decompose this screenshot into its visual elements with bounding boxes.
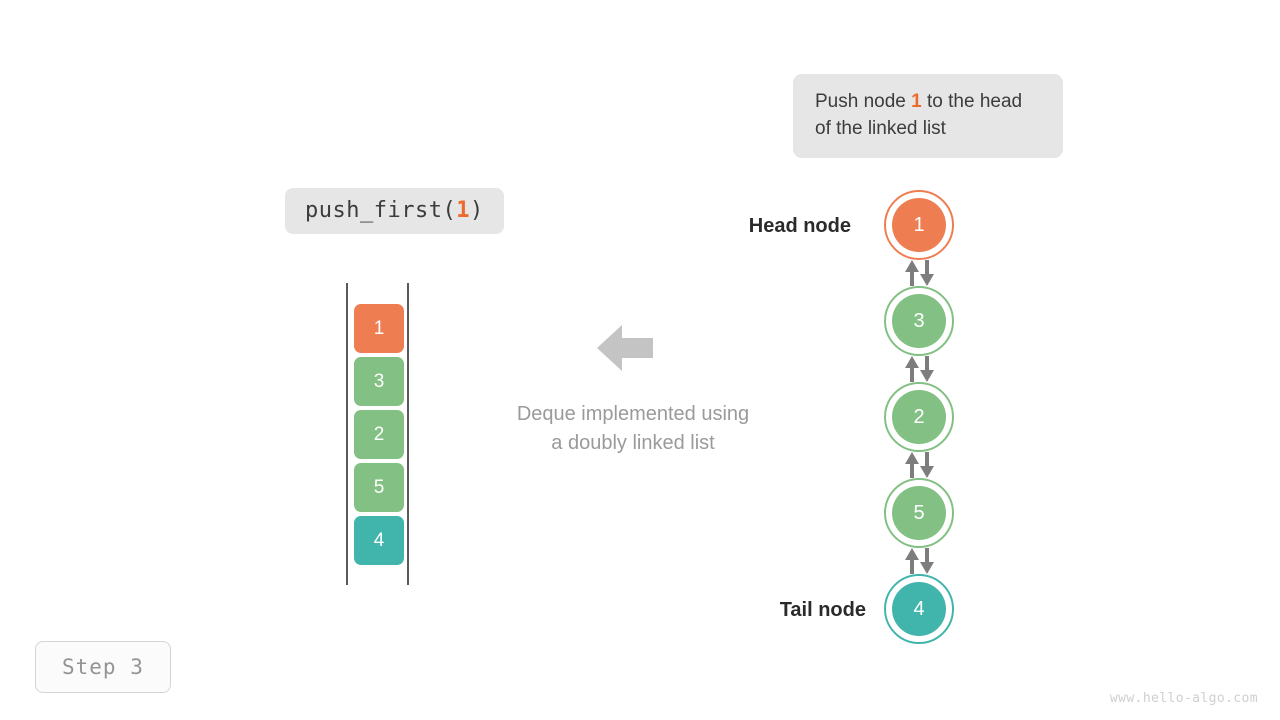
callout-text-after: to the head of the linked list [815, 91, 1023, 139]
push-callout: Push node 1 to the head of the linked li… [793, 74, 1063, 158]
linked-list-link [901, 548, 939, 574]
diagram-caption: Deque implemented using a doubly linked … [463, 400, 803, 458]
code-argument: 1 [456, 198, 470, 223]
node-value: 4 [892, 582, 946, 636]
node-value: 5 [892, 486, 946, 540]
left-arrow-icon [596, 322, 654, 379]
array-cell: 4 [354, 516, 404, 565]
linked-list-node: 5 [884, 478, 954, 548]
array-cell-value: 4 [373, 529, 385, 551]
code-prefix: push_first( [305, 198, 457, 223]
linked-list-link [901, 260, 939, 286]
linked-list-view: 1 3 2 5 4 [884, 190, 956, 650]
linked-list-link [901, 356, 939, 382]
head-node-label: Head node [748, 215, 851, 237]
deque-array-view: 1 3 2 5 4 [345, 283, 411, 585]
node-value: 3 [892, 294, 946, 348]
array-cell: 3 [354, 357, 404, 406]
linked-list-node: 4 [884, 574, 954, 644]
array-cell-list: 1 3 2 5 4 [354, 304, 404, 569]
tail-node-label: Tail node [779, 599, 866, 621]
watermark: www.hello-algo.com [1109, 691, 1258, 706]
callout-highlight-value: 1 [911, 91, 922, 112]
linked-list-node: 1 [884, 190, 954, 260]
array-rail-left [346, 283, 348, 585]
array-cell: 5 [354, 463, 404, 512]
array-cell-value: 2 [373, 423, 385, 445]
linked-list-node: 3 [884, 286, 954, 356]
linked-list-node: 2 [884, 382, 954, 452]
node-value: 2 [892, 390, 946, 444]
array-cell-value: 3 [373, 370, 385, 392]
array-cell: 1 [354, 304, 404, 353]
caption-line-2: a doubly linked list [551, 432, 715, 454]
caption-line-1: Deque implemented using [516, 403, 750, 425]
array-cell-value: 1 [373, 317, 385, 339]
node-value: 1 [892, 198, 946, 252]
array-cell: 2 [354, 410, 404, 459]
linked-list-link [901, 452, 939, 478]
code-suffix: ) [469, 198, 484, 223]
array-rail-right [407, 283, 409, 585]
step-badge: Step 3 [35, 641, 171, 693]
array-cell-value: 5 [373, 476, 385, 498]
operation-code-chip: push_first(1) [285, 188, 504, 234]
callout-text-before: Push node [815, 91, 912, 112]
